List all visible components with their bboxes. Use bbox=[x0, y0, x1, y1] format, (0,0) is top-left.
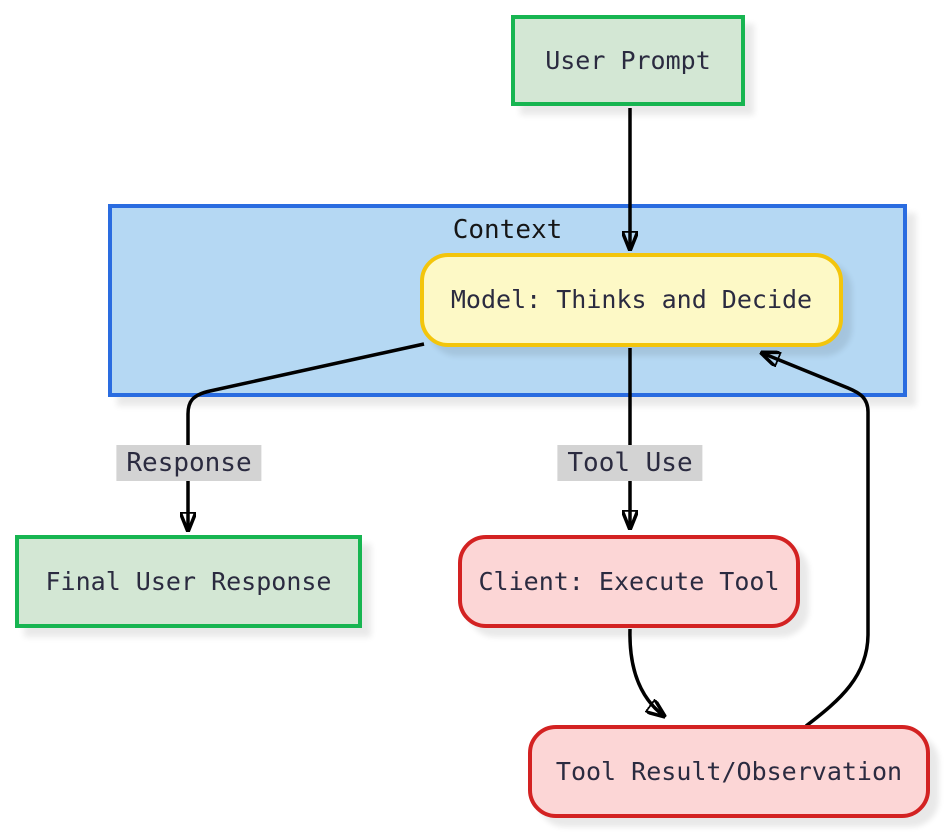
node-user-prompt: User Prompt bbox=[511, 15, 745, 106]
node-model-label: Model: Thinks and Decide bbox=[450, 285, 813, 314]
edge-client-to-tool-result bbox=[628, 628, 664, 716]
node-client-execute-tool-label: Client: Execute Tool bbox=[478, 566, 780, 596]
cluster-context-label: Context bbox=[452, 215, 563, 245]
node-final-user-response-label: Final User Response bbox=[45, 566, 332, 596]
node-model: Model: Thinks and Decide bbox=[420, 253, 843, 347]
node-final-user-response: Final User Response bbox=[15, 535, 362, 628]
edge-label-response: Response bbox=[116, 445, 262, 481]
edge-label-tool-use: Tool Use bbox=[557, 445, 703, 481]
node-tool-result-observation-label: Tool Result/Observation bbox=[555, 756, 903, 786]
node-client-execute-tool: Client: Execute Tool bbox=[458, 535, 800, 628]
edge-model-to-final-response bbox=[188, 342, 425, 530]
edge-tool-result-to-model bbox=[762, 353, 870, 728]
node-tool-result-observation: Tool Result/Observation bbox=[528, 725, 930, 818]
node-user-prompt-label: User Prompt bbox=[545, 45, 711, 75]
